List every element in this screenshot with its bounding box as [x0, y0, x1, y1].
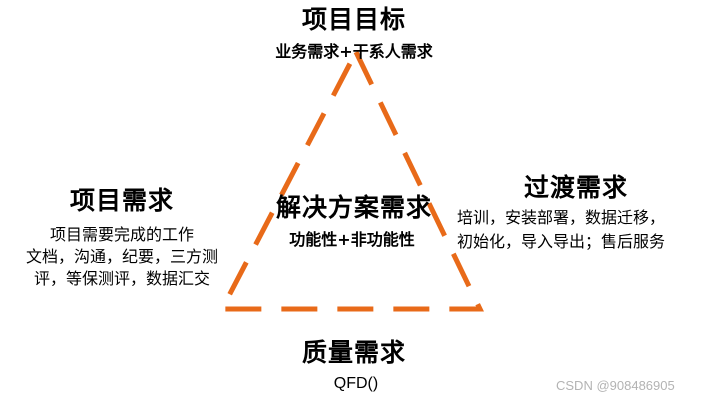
quality-requirements-subtitle: QFD() — [333, 375, 379, 392]
watermark: CSDN @908486905 — [556, 378, 675, 393]
project-requirements-line-2: 文档，沟通，纪要，三方测 — [25, 247, 219, 266]
quality-requirements-title: 质量需求 — [301, 338, 407, 367]
triangle-outline — [217, 46, 484, 312]
project-goal-title: 项目目标 — [301, 5, 407, 34]
solution-requirements-subtitle: 功能性+非功能性 — [289, 230, 415, 249]
transition-requirements-line-2: 初始化，导入导出；售后服务 — [457, 232, 666, 251]
project-requirements-line-1: 项目需要完成的工作 — [49, 225, 195, 244]
project-requirements-title: 项目需求 — [69, 186, 175, 215]
solution-requirements-title: 解决方案需求 — [275, 193, 433, 222]
project-requirements-line-3: 评，等保测评，数据汇交 — [33, 269, 211, 288]
transition-requirements-line-1: 培训，安装部署，数据迁移， — [457, 208, 666, 227]
project-goal-subtitle: 业务需求+干系人需求 — [275, 42, 433, 61]
transition-requirements-title: 过渡需求 — [523, 173, 629, 202]
